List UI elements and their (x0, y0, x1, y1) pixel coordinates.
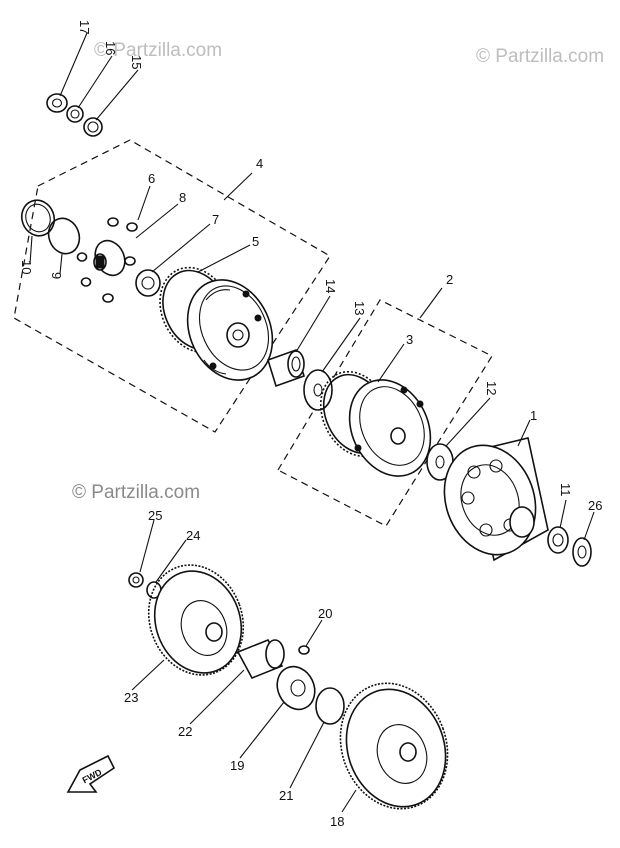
hub-19 (276, 665, 316, 711)
watermark-middle: © Partzilla.com (72, 482, 200, 503)
rollers-6 (76, 217, 138, 303)
callout-16: 16 (103, 41, 118, 55)
callout-19: 19 (230, 758, 244, 773)
callout-14: 14 (323, 279, 338, 293)
hub-8 (93, 239, 126, 277)
watermark-top-right: © Partzilla.com (476, 46, 604, 67)
callout-1: 1 (530, 408, 537, 423)
driven-gear-18 (339, 682, 449, 810)
callout-2: 2 (446, 272, 453, 287)
callout-6: 6 (148, 171, 155, 186)
collar-11 (547, 526, 569, 554)
nut-17 (46, 93, 68, 113)
washer-16 (66, 105, 84, 123)
callout-8: 8 (179, 190, 186, 205)
fwd-arrow: FWD (66, 754, 116, 793)
callout-26: 26 (588, 498, 602, 513)
callout-24: 24 (186, 528, 200, 543)
drive-gear-23 (147, 564, 245, 676)
callout-labels: 17 16 15 4 6 8 7 5 9 10 14 13 2 3 12 1 1… (19, 20, 602, 829)
callout-22: 22 (178, 724, 192, 739)
callout-20: 20 (318, 606, 332, 621)
washer-26 (572, 537, 592, 567)
leader-lines (29, 32, 595, 813)
callout-10: 10 (19, 260, 34, 274)
callout-11: 11 (558, 483, 573, 497)
callout-9: 9 (49, 272, 64, 279)
bushing-7 (135, 269, 161, 297)
callout-7: 7 (212, 212, 219, 227)
o-ring-9 (47, 217, 81, 255)
spacer-14 (267, 348, 305, 388)
callout-5: 5 (252, 234, 259, 249)
callout-17: 17 (77, 20, 92, 34)
assembly-2-outline (277, 299, 493, 527)
clutch-carrier-4 (186, 279, 274, 381)
callout-23: 23 (124, 690, 138, 705)
washer-13 (303, 369, 333, 411)
callout-4: 4 (256, 156, 263, 171)
callout-3: 3 (406, 332, 413, 347)
clutch-carrier-3 (348, 379, 432, 477)
sleeve-22 (236, 638, 285, 680)
watermark-top-left: © Partzilla.com (94, 40, 222, 61)
nut-25 (128, 572, 144, 588)
assembly-4-outline (13, 139, 331, 433)
clutch-housing-1 (443, 437, 549, 562)
callout-15: 15 (129, 55, 144, 69)
snap-ring-10 (20, 199, 56, 237)
callout-12: 12 (484, 381, 499, 395)
callout-25: 25 (148, 508, 162, 523)
pin-20 (298, 645, 310, 655)
o-ring-21 (315, 687, 345, 725)
callout-13: 13 (352, 301, 367, 315)
washer-15 (83, 117, 103, 137)
callout-21: 21 (279, 788, 293, 803)
callout-18: 18 (330, 814, 344, 829)
